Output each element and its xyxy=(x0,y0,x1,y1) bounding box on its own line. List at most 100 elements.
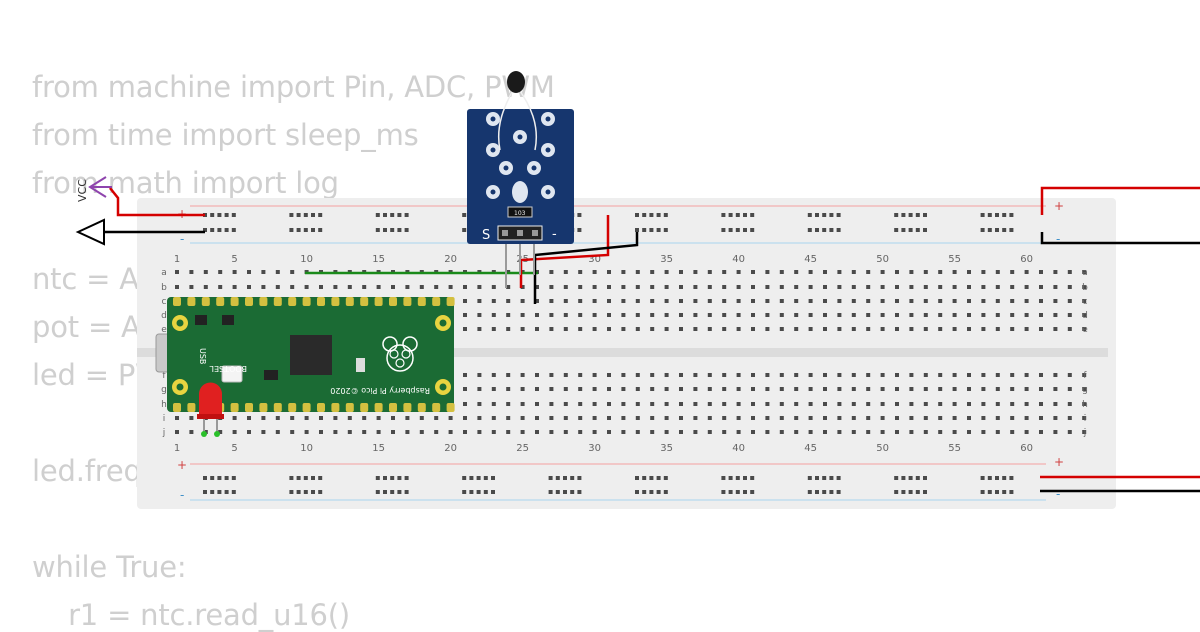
rail-hole[interactable] xyxy=(311,213,315,217)
hole[interactable] xyxy=(880,430,885,434)
hole[interactable] xyxy=(247,285,251,289)
rail-hole[interactable] xyxy=(555,490,560,494)
rail-hole[interactable] xyxy=(318,213,323,217)
hole[interactable] xyxy=(578,285,583,289)
hole[interactable] xyxy=(779,327,784,331)
hole[interactable] xyxy=(693,373,698,377)
ntc-thermistor-module[interactable]: 103 S - xyxy=(467,71,574,244)
hole[interactable] xyxy=(779,416,784,420)
hole[interactable] xyxy=(851,387,856,391)
rail-hole[interactable] xyxy=(822,476,827,480)
hole[interactable] xyxy=(218,270,223,274)
rail-hole[interactable] xyxy=(224,490,229,494)
hole[interactable] xyxy=(463,313,467,317)
rail-hole[interactable] xyxy=(980,490,985,494)
hole[interactable] xyxy=(578,327,583,331)
hole[interactable] xyxy=(794,270,799,274)
rail-hole[interactable] xyxy=(995,476,999,480)
hole[interactable] xyxy=(707,299,712,303)
rail-hole[interactable] xyxy=(383,228,387,232)
rail-hole[interactable] xyxy=(462,228,467,232)
hole[interactable] xyxy=(520,402,525,406)
hole[interactable] xyxy=(1053,313,1058,317)
hole[interactable] xyxy=(938,270,943,274)
hole[interactable] xyxy=(779,373,784,377)
rail-hole[interactable] xyxy=(894,476,899,480)
hole[interactable] xyxy=(722,270,727,274)
rail-hole[interactable] xyxy=(311,476,315,480)
hole[interactable] xyxy=(1039,387,1043,391)
hole[interactable] xyxy=(419,285,424,289)
hole[interactable] xyxy=(549,285,554,289)
hole[interactable] xyxy=(866,270,871,274)
hole[interactable] xyxy=(520,416,525,420)
wires[interactable] xyxy=(100,186,1200,493)
rail-hole[interactable] xyxy=(210,490,215,494)
hole[interactable] xyxy=(808,285,813,289)
hole[interactable] xyxy=(491,327,496,331)
hole[interactable] xyxy=(578,373,583,377)
hole[interactable] xyxy=(304,430,309,434)
hole[interactable] xyxy=(794,285,799,289)
hole[interactable] xyxy=(722,299,727,303)
hole[interactable] xyxy=(995,285,1000,289)
hole[interactable] xyxy=(923,430,928,434)
hole[interactable] xyxy=(909,387,914,391)
hole[interactable] xyxy=(808,299,813,303)
hole[interactable] xyxy=(981,402,986,406)
rail-hole[interactable] xyxy=(980,213,985,217)
hole[interactable] xyxy=(851,299,856,303)
hole[interactable] xyxy=(304,416,309,420)
hole[interactable] xyxy=(808,270,813,274)
hole[interactable] xyxy=(1082,416,1087,420)
hole[interactable] xyxy=(765,416,770,420)
rail-hole[interactable] xyxy=(203,476,207,480)
vcc-symbol[interactable]: VCC xyxy=(76,176,112,202)
rail-hole[interactable] xyxy=(735,213,740,217)
hole[interactable] xyxy=(1067,327,1072,331)
hole[interactable] xyxy=(376,416,381,420)
hole[interactable] xyxy=(1024,373,1029,377)
hole[interactable] xyxy=(851,327,856,331)
hole[interactable] xyxy=(794,327,799,331)
hole[interactable] xyxy=(765,270,770,274)
hole[interactable] xyxy=(592,387,597,391)
raspberry-pi-pico[interactable]: Raspberry Pi Pico ©2020 BOOTSEL USB xyxy=(155,297,455,412)
rail-hole[interactable] xyxy=(397,490,402,494)
rail-hole[interactable] xyxy=(577,490,582,494)
hole[interactable] xyxy=(290,430,295,434)
hole[interactable] xyxy=(261,285,266,289)
rail-hole[interactable] xyxy=(750,476,755,480)
hole[interactable] xyxy=(1039,270,1043,274)
hole[interactable] xyxy=(794,373,799,377)
hole[interactable] xyxy=(736,416,741,420)
hole[interactable] xyxy=(880,373,885,377)
hole[interactable] xyxy=(679,416,683,420)
hole[interactable] xyxy=(635,299,640,303)
rail-hole[interactable] xyxy=(721,490,726,494)
hole[interactable] xyxy=(347,430,352,434)
hole[interactable] xyxy=(607,313,611,317)
rail-hole[interactable] xyxy=(404,228,409,232)
rail-hole[interactable] xyxy=(728,213,733,217)
hole[interactable] xyxy=(506,299,511,303)
rail-hole[interactable] xyxy=(815,490,819,494)
hole[interactable] xyxy=(491,285,496,289)
hole[interactable] xyxy=(1039,430,1043,434)
hole[interactable] xyxy=(923,285,928,289)
hole[interactable] xyxy=(693,299,698,303)
hole[interactable] xyxy=(909,270,914,274)
hole[interactable] xyxy=(635,313,640,317)
hole[interactable] xyxy=(1010,327,1015,331)
rail-hole[interactable] xyxy=(390,213,395,217)
rail-hole[interactable] xyxy=(217,476,222,480)
rail-hole[interactable] xyxy=(923,228,927,232)
rail-hole[interactable] xyxy=(289,213,294,217)
rail-hole[interactable] xyxy=(750,490,755,494)
rail-hole[interactable] xyxy=(649,476,654,480)
hole[interactable] xyxy=(520,299,525,303)
hole[interactable] xyxy=(218,285,223,289)
hole[interactable] xyxy=(664,387,669,391)
hole[interactable] xyxy=(376,285,381,289)
hole[interactable] xyxy=(779,430,784,434)
